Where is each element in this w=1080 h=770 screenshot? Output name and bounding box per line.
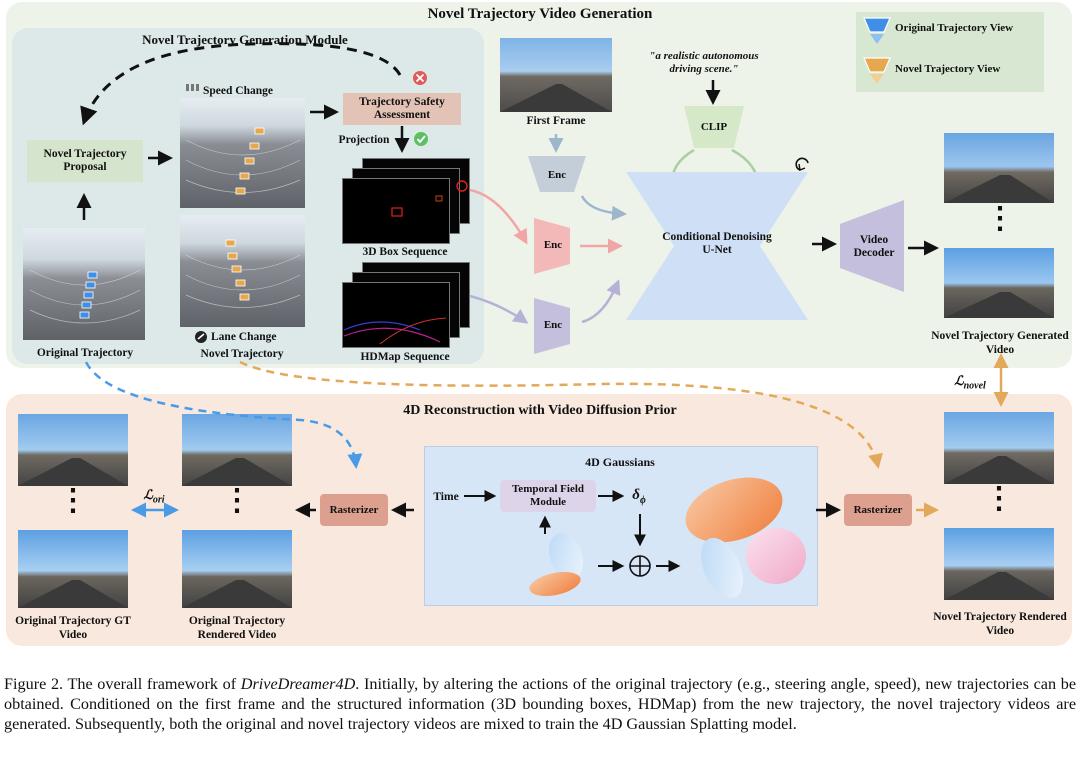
novel-trajectory-proposal-box: Novel Trajectory Proposal bbox=[27, 140, 143, 182]
loss-novel-subscript: novel bbox=[963, 380, 986, 392]
speed-change-label: Speed Change bbox=[203, 85, 273, 97]
hdmap-sequence-label: HDMap Sequence bbox=[360, 351, 450, 363]
delta-symbol: δ bbox=[632, 487, 640, 503]
first-frame-label: First Frame bbox=[526, 115, 586, 127]
clip-encoder: CLIP bbox=[700, 120, 728, 133]
original-trajectory-pointcloud bbox=[23, 228, 145, 340]
novel-rendered-label: Novel Trajectory Rendered Video bbox=[933, 611, 1067, 637]
rendered-video-label: Original Trajectory Rendered Video bbox=[188, 615, 286, 641]
loss-ori: ℒori bbox=[143, 487, 165, 506]
caption-model-name: DriveDreamer4D bbox=[240, 675, 356, 693]
loss-ori-subscript: ori bbox=[152, 494, 165, 506]
generated-video-label: Novel Trajectory Generated Video bbox=[931, 330, 1069, 356]
original-trajectory-label: Original Trajectory bbox=[36, 347, 134, 359]
delta-subscript: ϕ bbox=[639, 495, 646, 506]
hdmap-sequence-frame-1 bbox=[342, 282, 450, 348]
enc-hdmap-sequence: Enc bbox=[543, 318, 563, 331]
trajectory-safety-box: Trajectory Safety Assessment bbox=[343, 93, 461, 125]
rasterizer-left: Rasterizer bbox=[320, 494, 388, 526]
caption-text: . Initially, by altering the actions of … bbox=[4, 675, 1076, 733]
novel-trajectory-label: Novel Trajectory bbox=[200, 348, 284, 360]
rendered-video-ellipsis: ⋮ bbox=[222, 484, 252, 517]
box-sequence-frame-1 bbox=[342, 178, 450, 244]
gt-video-ellipsis: ⋮ bbox=[58, 484, 88, 517]
video-decoder-label: Video Decoder bbox=[853, 234, 895, 259]
legend-novel-label: Novel Trajectory View bbox=[895, 63, 1001, 75]
loss-novel: ℒnovel bbox=[954, 373, 986, 392]
temporal-field-module: Temporal Field Module bbox=[500, 480, 596, 512]
delta-phi: δϕ bbox=[624, 488, 654, 508]
legend-original-label: Original Trajectory View bbox=[895, 22, 1014, 34]
box-sequence-label: 3D Box Sequence bbox=[362, 246, 448, 258]
lane-change-pointcloud bbox=[180, 215, 305, 327]
bottom-section-title: 4D Reconstruction with Video Diffusion P… bbox=[403, 403, 677, 418]
generated-video-ellipsis: ⋮ bbox=[985, 202, 1015, 235]
rasterizer-right: Rasterizer bbox=[844, 494, 912, 526]
gt-video-label: Original Trajectory GT Video bbox=[15, 615, 131, 641]
generation-module-title: Novel Trajectory Generation Module bbox=[142, 32, 348, 47]
lane-change-label: Lane Change bbox=[211, 331, 277, 343]
text-prompt: "a realistic autonomous driving scene." bbox=[649, 50, 759, 75]
time-label: Time bbox=[433, 491, 459, 503]
novel-rendered-ellipsis: ⋮ bbox=[984, 482, 1014, 515]
projection-label: Projection bbox=[338, 134, 390, 146]
caption-prefix: Figure 2. The overall framework of bbox=[4, 675, 241, 693]
gaussians-title: 4D Gaussians bbox=[585, 455, 655, 469]
figure-caption: Figure 2. The overall framework of Drive… bbox=[4, 674, 1076, 734]
top-section-title: Novel Trajectory Video Generation bbox=[427, 6, 653, 22]
enc-first-frame: Enc bbox=[547, 168, 567, 181]
unet-label: Conditional Denoising U-Net bbox=[662, 231, 772, 256]
enc-box-sequence: Enc bbox=[543, 238, 563, 251]
